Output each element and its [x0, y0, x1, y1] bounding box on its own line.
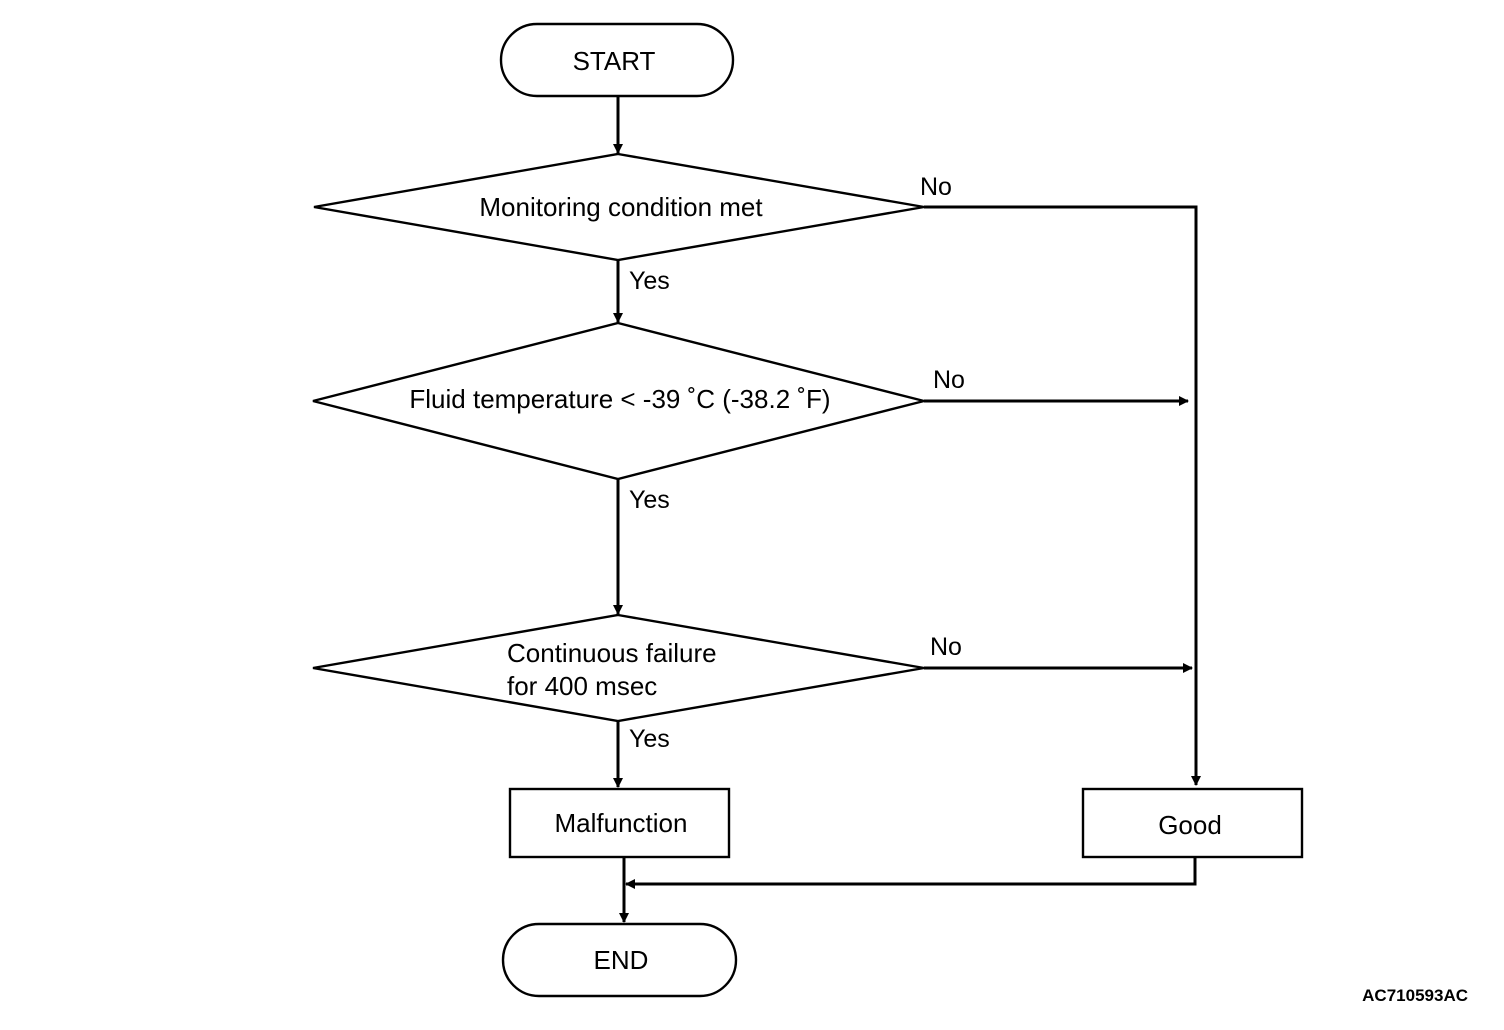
d2-yes-label: Yes — [629, 486, 670, 514]
d3-no-label: No — [930, 633, 962, 661]
start-label: START — [573, 46, 656, 76]
end-label: END — [594, 945, 649, 975]
d1-yes-label: Yes — [629, 267, 670, 295]
decision-continuous-failure — [312, 613, 925, 723]
figure-code: AC710593AC — [1362, 986, 1468, 1005]
good-label: Good — [1158, 810, 1222, 840]
malfunction-label: Malfunction — [555, 808, 688, 838]
d2-no-label: No — [933, 366, 965, 394]
d3-yes-label: Yes — [629, 725, 670, 753]
decision-monitoring-label: Monitoring condition met — [479, 192, 763, 222]
decision-continuous-failure-line2: for 400 msec — [507, 671, 657, 701]
decision-fluid-temp-label: Fluid temperature < -39 ˚C (-38.2 ˚F) — [409, 384, 830, 414]
good-box — [1081, 787, 1304, 859]
connector-good-to-merge — [625, 857, 1197, 889]
connector-d1-no — [924, 205, 1201, 786]
d1-no-label: No — [920, 173, 952, 201]
end-terminal — [501, 922, 738, 998]
malfunction-box — [508, 787, 731, 859]
decision-continuous-failure-line1: Continuous failure — [507, 638, 717, 668]
